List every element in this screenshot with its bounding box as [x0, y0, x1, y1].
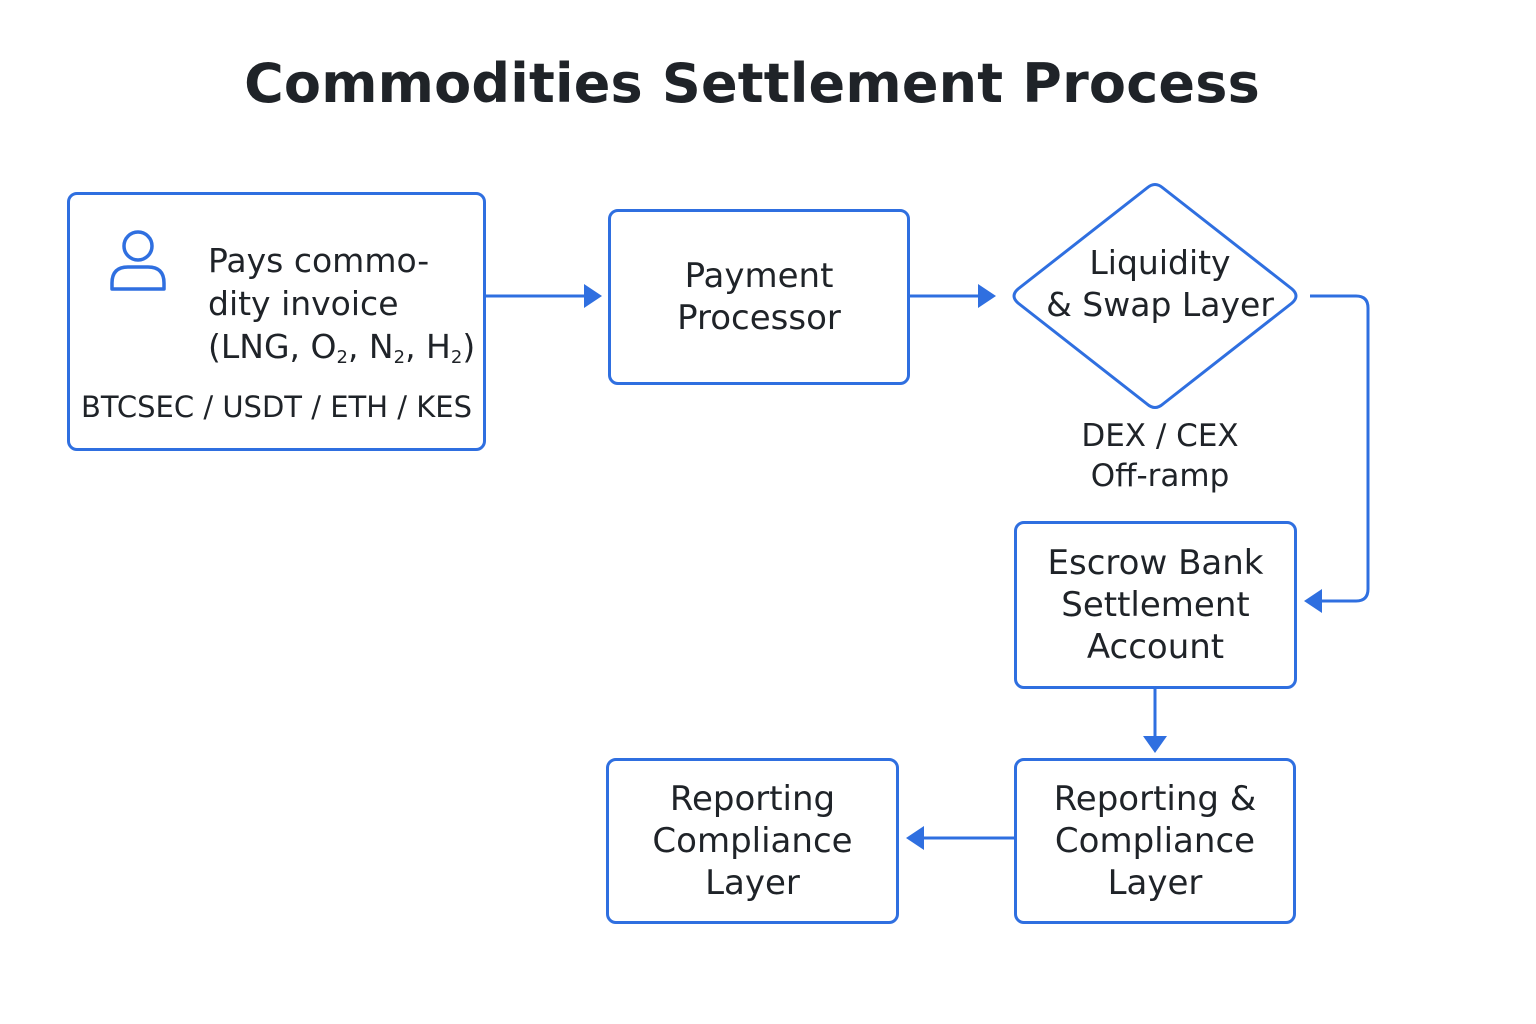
escrow-line-3: Account [1086, 627, 1225, 667]
reporting-left-line-3: Layer [705, 863, 800, 903]
commodity-list: (LNG, O2, N2, H2) [208, 325, 475, 379]
commodity-open: (LNG, O [208, 327, 337, 366]
o2-subscript: 2 [336, 347, 348, 368]
user-icon [110, 230, 166, 291]
arrow-escrow-to-reporting [1143, 689, 1167, 753]
n2-subscript: 2 [393, 347, 406, 368]
reporting-left-line-2: Compliance [652, 821, 853, 861]
processor-line-2: Processor [677, 298, 841, 338]
customer-line-1: Pays commo- [208, 241, 430, 280]
escrow-line-2: Settlement [1061, 585, 1250, 625]
arrow-reporting-to-reporting [906, 826, 1014, 850]
customer-box: Pays commo- dity invoice (LNG, O2, N2, H… [67, 192, 486, 451]
escrow-account-box: Escrow Bank Settlement Account [1014, 521, 1297, 689]
currency-list: BTCSEC / USDT / ETH / KES [80, 390, 473, 424]
liquidity-note: DEX / CEX Off-ramp [1060, 416, 1260, 496]
escrow-line-1: Escrow Bank [1047, 543, 1264, 583]
commodity-close: ) [462, 327, 476, 366]
liquidity-diamond [1012, 183, 1298, 409]
reporting-compliance-box-left: Reporting Compliance Layer [606, 758, 899, 924]
arrow-processor-to-liquidity [910, 284, 996, 308]
payment-processor-box: Payment Processor [608, 209, 910, 385]
commodity-sep-1: , N [347, 327, 394, 366]
diagram-title: Commodities Settlement Process [244, 52, 1260, 115]
liquidity-note-line-2: Off-ramp [1090, 458, 1230, 494]
liquidity-label: Liquidity & Swap Layer [1040, 242, 1280, 326]
commodity-sep-2: , H [405, 327, 451, 366]
liquidity-note-line-1: DEX / CEX [1081, 418, 1239, 454]
processor-line-1: Payment [684, 256, 834, 296]
customer-description: Pays commo- dity invoice (LNG, O2, N2, H… [208, 239, 475, 379]
customer-line-2: dity invoice [208, 284, 399, 323]
arrow-customer-to-processor [486, 284, 602, 308]
reporting-right-line-2: Compliance [1054, 821, 1256, 861]
reporting-right-line-1: Reporting & [1053, 779, 1257, 819]
reporting-right-line-3: Layer [1107, 863, 1203, 903]
reporting-left-line-1: Reporting [669, 779, 836, 819]
liquidity-line-2: & Swap Layer [1046, 285, 1274, 324]
liquidity-line-1: Liquidity [1089, 243, 1231, 282]
reporting-compliance-box-right: Reporting & Compliance Layer [1014, 758, 1296, 924]
arrow-liquidity-to-escrow [1304, 294, 1370, 613]
h2-subscript: 2 [450, 347, 463, 368]
